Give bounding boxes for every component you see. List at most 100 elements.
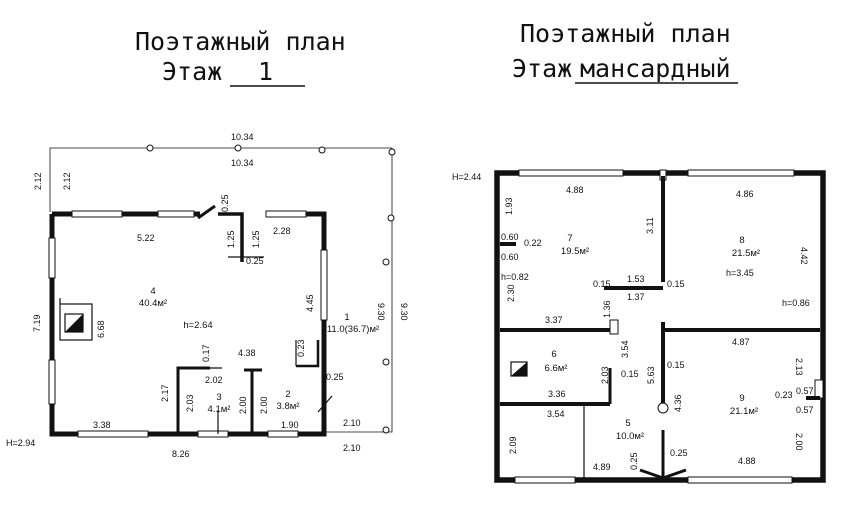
dim-text: 0.22 — [524, 238, 542, 248]
room-area: 10.0м² — [616, 431, 644, 442]
dim-text: 2.30 — [506, 284, 516, 302]
partition — [218, 212, 244, 262]
dim-text: 2.17 — [160, 384, 170, 402]
room-area: 21.5м² — [732, 248, 760, 259]
room-number: 1 — [344, 312, 349, 323]
dim-text: 0.57 — [796, 386, 814, 396]
dim-text: 4.87 — [732, 337, 750, 347]
dim-text: 4.89 — [593, 462, 611, 472]
dim-text: 0.25 — [220, 194, 230, 212]
height-label: H=2.44 — [452, 172, 481, 182]
dim-text: 0.25 — [629, 452, 639, 470]
dim-text: 0.15 — [667, 279, 685, 289]
room-number: 5 — [625, 418, 630, 429]
dim-text: 1.37 — [627, 292, 645, 302]
dim-text: 3.54 — [547, 409, 565, 419]
dim-text: h=3.45 — [726, 268, 754, 278]
window — [48, 237, 56, 279]
dim-text: 1.25 — [251, 230, 261, 248]
dim-text: 7.19 — [32, 314, 42, 332]
dim-text: 6.68 — [96, 320, 106, 338]
dim-text: 4.38 — [238, 348, 256, 358]
dim-text: 3.11 — [645, 217, 655, 234]
dim-text: 4.88 — [738, 456, 756, 466]
dim-text: 5.63 — [646, 366, 656, 384]
exterior-walls — [494, 170, 826, 483]
site-outline — [49, 147, 393, 433]
dim-text: 2.28 — [273, 226, 291, 236]
post-round — [657, 402, 669, 414]
dim-text: h=0.82 — [501, 272, 529, 282]
dim-text: 2.09 — [508, 436, 518, 454]
window — [514, 476, 576, 484]
dim-text: 2.00 — [238, 396, 248, 414]
room-area: 40.4м² — [139, 298, 167, 309]
dim-text: 1.25 — [226, 230, 236, 248]
dim-text: 2.00 — [259, 396, 269, 414]
room-area: 19.5м² — [561, 246, 589, 257]
dim-text: 2.03 — [600, 366, 610, 384]
room-number: 9 — [739, 393, 744, 404]
dim-text: 4.36 — [673, 394, 683, 412]
dim-text: 0.25 — [670, 448, 688, 458]
window — [687, 169, 795, 177]
room-area: 21.1м² — [730, 406, 758, 417]
dim-text: 9.30 — [399, 303, 409, 321]
window — [687, 476, 793, 484]
dim-text: 2.03 — [185, 394, 195, 412]
dim-text: 0.57 — [796, 405, 814, 415]
room-area: 11.0(36.7)м² — [327, 324, 379, 335]
room-number: 3 — [216, 392, 221, 403]
dim-text: 0.17 — [201, 344, 211, 362]
plan-title: Поэтажный план — [135, 27, 346, 56]
survey-point — [382, 426, 390, 434]
floor-label-value: мансардный — [580, 54, 731, 83]
dim-text: 8.26 — [172, 449, 190, 459]
floor-label-value: 1 — [258, 57, 273, 86]
dim-text: 4.88 — [566, 185, 584, 195]
dim-text: 0.25 — [246, 256, 264, 266]
dim-text: 10.34 — [231, 158, 254, 168]
plan-title: Поэтажный план — [520, 19, 731, 48]
plan-attic-floor: Поэтажный план Этаж мансардный H=2.4 — [452, 19, 826, 484]
room-height: h=2.64 — [183, 320, 212, 331]
dim-text: 0.15 — [621, 369, 639, 379]
dim-text: 0.25 — [326, 372, 344, 382]
dim-text: 2.00 — [794, 433, 804, 451]
dim-text: 2.12 — [33, 172, 43, 190]
dim-text: 0.15 — [667, 360, 685, 370]
survey-point — [234, 144, 242, 152]
survey-point — [146, 144, 154, 152]
dim-text: 3.37 — [545, 315, 563, 325]
room-area: 3.8м² — [277, 401, 300, 412]
survey-point — [387, 214, 395, 222]
stove-hatch-fill — [511, 362, 527, 376]
plan-floor-1: Поэтажный план Этаж 1 — [6, 27, 409, 459]
dim-text: 0.23 — [296, 339, 306, 357]
dim-text: 5.22 — [137, 233, 155, 243]
partition — [244, 368, 262, 434]
dim-text: 4.45 — [305, 294, 315, 312]
dim-text: 0.60 — [501, 232, 519, 242]
height-label: H=2.94 — [6, 438, 35, 448]
dim-text: 0.15 — [593, 279, 611, 289]
dim-text: 3.54 — [620, 340, 630, 358]
dim-text: 0.60 — [501, 252, 519, 262]
window — [518, 169, 624, 177]
dim-text: 4.42 — [799, 247, 809, 265]
dim-text: 1.53 — [627, 274, 645, 284]
window — [267, 430, 299, 438]
dim-text: 2.10 — [343, 443, 361, 453]
window — [320, 249, 328, 321]
door-leaf — [197, 204, 216, 220]
column — [814, 379, 824, 399]
dim-text: 2.02 — [205, 375, 223, 385]
partition — [176, 366, 210, 434]
window — [197, 430, 229, 438]
survey-point — [318, 146, 326, 154]
window — [77, 430, 149, 438]
room-number: 2 — [285, 389, 290, 400]
floor-label-prefix: Этаж — [512, 54, 572, 83]
dim-text: 2.12 — [62, 172, 72, 190]
